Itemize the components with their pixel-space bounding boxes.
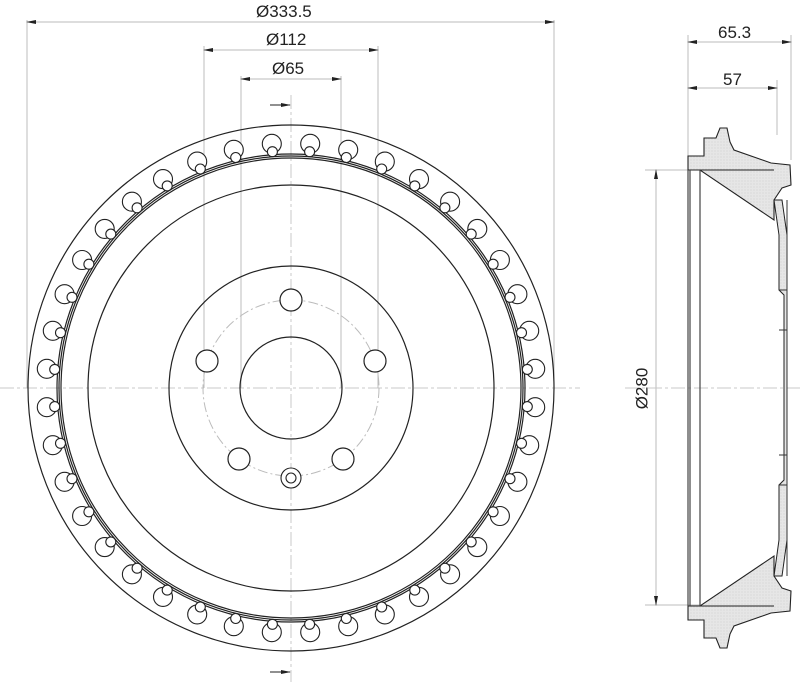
- braking-diameter-label: Ø280: [632, 367, 652, 410]
- center-bore-circle: [239, 336, 343, 440]
- cooling-fin-inner: [49, 401, 61, 413]
- side-section-view: [625, 35, 800, 649]
- cooling-fin-inner: [487, 258, 499, 270]
- cooling-fin-inner: [439, 202, 451, 214]
- fin-base-circle-inner: [60, 157, 522, 619]
- cooling-fin-inner: [439, 562, 451, 574]
- cooling-fin-inner: [465, 536, 477, 548]
- cooling-fin-inner: [266, 146, 278, 158]
- cooling-fin-inner: [49, 363, 61, 375]
- cooling-fin-inner: [83, 506, 95, 518]
- bolt-holes: [195, 288, 387, 471]
- front-view: [0, 20, 580, 682]
- hub-flange-circle: [168, 265, 414, 511]
- extension-lines: [26, 20, 555, 388]
- bolt-hole: [279, 288, 303, 312]
- cooling-fin-inner: [409, 180, 421, 192]
- set-screw-hole: [280, 467, 302, 489]
- cooling-fin-inner: [409, 584, 421, 596]
- cooling-fin-inner: [340, 151, 352, 164]
- cooling-fin-inner: [230, 612, 242, 625]
- bolt-hole: [331, 447, 355, 471]
- bolt-hole: [363, 349, 387, 373]
- cooling-fins: [36, 133, 546, 643]
- cooling-fin-inner: [131, 202, 143, 214]
- section-top-flange: [687, 127, 792, 222]
- overall-width-label: 65.3: [718, 23, 752, 42]
- cooling-fin-inner: [105, 228, 117, 240]
- cooling-fin-inner: [515, 327, 528, 339]
- cooling-fin-inner: [340, 612, 352, 625]
- cooling-fin-inner: [521, 401, 533, 413]
- bolt-circle-diameter-label: Ø112: [266, 30, 307, 49]
- cooling-fin-inner: [515, 437, 528, 449]
- cooling-fin-inner: [521, 363, 533, 375]
- cooling-fin-inner: [161, 180, 173, 192]
- cooling-fin-inner: [230, 151, 242, 164]
- section-bottom-flange: [687, 554, 792, 649]
- cooling-fin-inner: [54, 437, 67, 449]
- outer-rim-circle: [27, 124, 555, 652]
- cooling-fin-inner: [304, 146, 316, 158]
- fin-base-circle-outer: [56, 153, 526, 623]
- bolt-hole: [227, 447, 251, 471]
- outer-diameter-label: Ø333.5: [256, 2, 312, 21]
- cooling-fin-inner: [304, 618, 316, 630]
- cooling-fin-inner: [105, 536, 117, 548]
- center-bore-diameter-label: Ø65: [272, 59, 305, 78]
- bolt-hole: [195, 349, 219, 373]
- cooling-fin-inner: [465, 228, 477, 240]
- cooling-fin-inner: [83, 258, 95, 270]
- cooling-fin-inner: [266, 618, 278, 630]
- cooling-fin-inner: [54, 327, 67, 339]
- braking-surface-circle: [87, 184, 495, 592]
- cooling-fin-inner: [131, 562, 143, 574]
- braking-width-label: 57: [723, 70, 742, 89]
- cooling-fin-inner: [487, 506, 499, 518]
- cooling-fin-inner: [161, 584, 173, 596]
